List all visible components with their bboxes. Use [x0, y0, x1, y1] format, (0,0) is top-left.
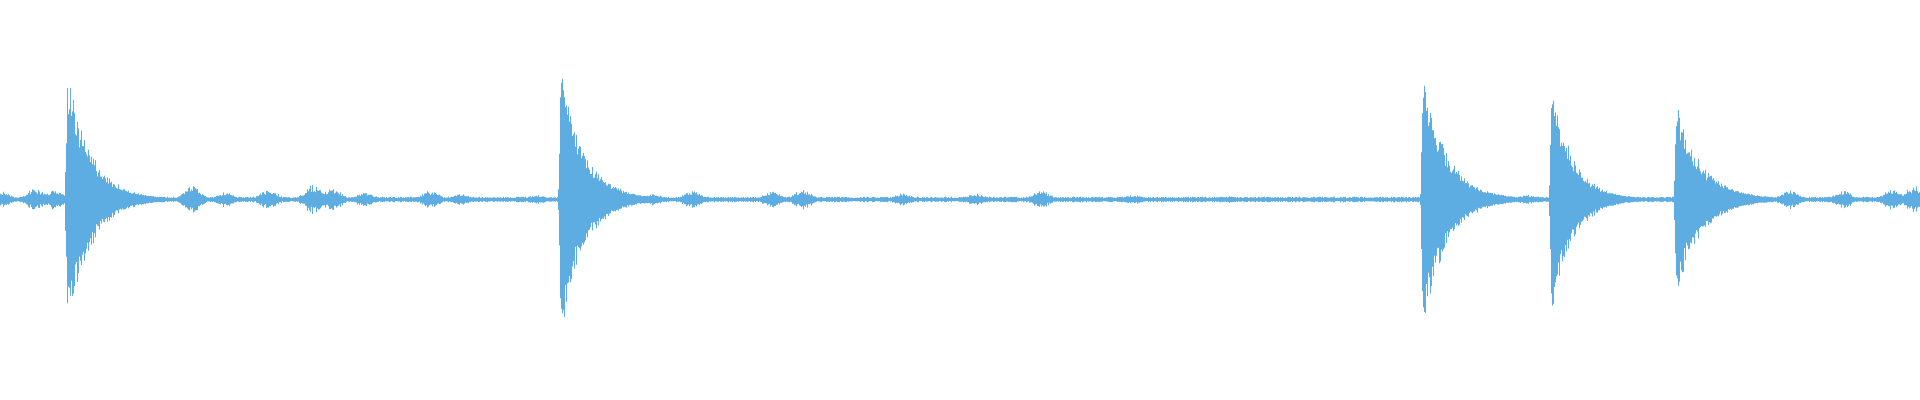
waveform-bars	[0, 78, 1920, 317]
waveform-samples	[0, 78, 1920, 317]
